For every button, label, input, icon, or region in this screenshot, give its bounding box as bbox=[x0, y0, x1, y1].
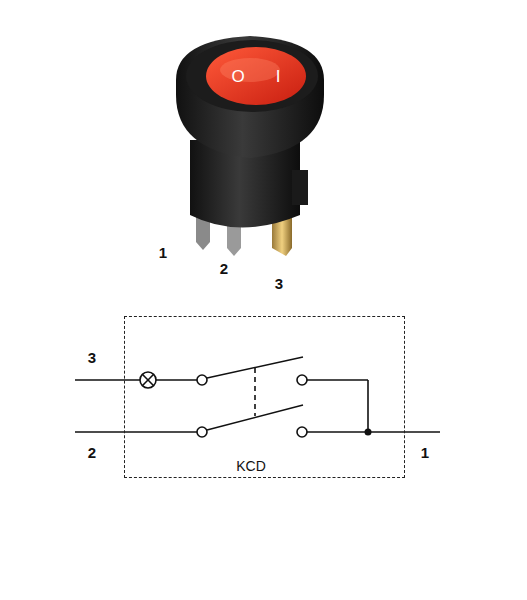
rocker-symbol: O bbox=[231, 68, 244, 85]
dashed-housing: KCD bbox=[124, 316, 405, 478]
schematic-wires bbox=[75, 357, 440, 437]
pin-number: 3 bbox=[275, 276, 283, 291]
part-code: KCD bbox=[236, 459, 266, 473]
switch-bezel bbox=[176, 36, 324, 158]
terminal-number: 2 bbox=[88, 445, 96, 460]
pin-number: 1 bbox=[159, 245, 167, 260]
rocker bbox=[206, 47, 306, 105]
terminal-number: 3 bbox=[88, 350, 96, 365]
pin-number: 2 bbox=[220, 261, 228, 276]
terminal-number: 1 bbox=[421, 445, 429, 460]
junction-dot bbox=[365, 429, 372, 436]
rocker-symbol: I bbox=[276, 68, 281, 85]
